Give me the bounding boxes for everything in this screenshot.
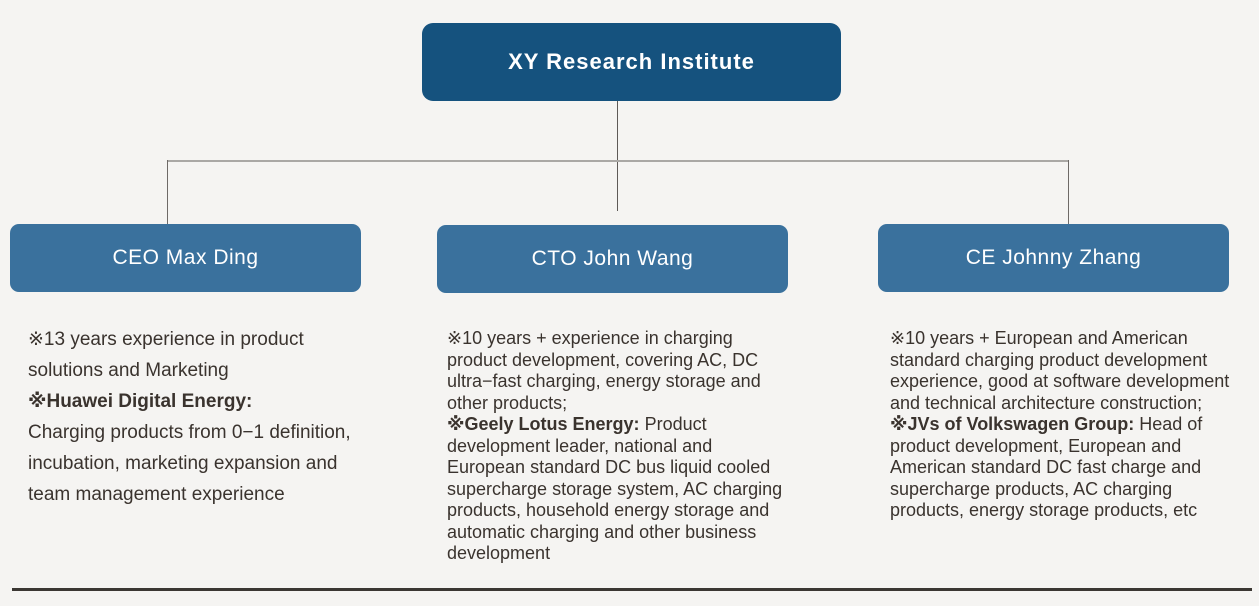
member-description-ceo: ※13 years experience in product solution…	[28, 324, 354, 510]
member-node-ceo: CEO Max Ding	[10, 224, 361, 292]
root-node-xy-research-institute: XY Research Institute	[422, 23, 841, 101]
bullet-bold-lead: ※JVs of Volkswagen Group:	[890, 414, 1135, 434]
member-node-label: CTO John Wang	[531, 247, 694, 270]
member-node-label: CEO Max Ding	[112, 246, 259, 269]
connector-left-drop-line	[167, 160, 168, 225]
root-node-label: XY Research Institute	[508, 49, 755, 74]
member-description-cto: ※10 years + experience in charging produ…	[447, 328, 795, 565]
bullet-item: ※Geely Lotus Energy: Product development…	[447, 414, 783, 563]
connector-right-drop-line	[1068, 160, 1069, 224]
bullet-bold-lead: ※Huawei Digital Energy:	[28, 391, 253, 412]
bullet-item: ※10 years + European and American standa…	[890, 328, 1230, 413]
bullet-item: ※10 years + experience in charging produ…	[447, 328, 761, 413]
connector-root-vertical-line	[617, 101, 618, 211]
connector-horizontal-bus-line	[167, 160, 1069, 162]
bullet-item: ※13 years experience in product solution…	[28, 329, 304, 381]
member-node-label: CE Johnny Zhang	[965, 246, 1142, 269]
member-description-ce: ※10 years + European and American standa…	[890, 328, 1240, 522]
bullet-item: ※JVs of Volkswagen Group: Head of produc…	[890, 414, 1203, 520]
bottom-divider-line	[12, 588, 1252, 591]
member-node-ce: CE Johnny Zhang	[878, 224, 1229, 292]
member-node-cto: CTO John Wang	[437, 225, 788, 293]
bullet-item: ※Huawei Digital Energy:Charging products…	[28, 386, 354, 510]
bullet-bold-lead: ※Geely Lotus Energy:	[447, 414, 640, 434]
